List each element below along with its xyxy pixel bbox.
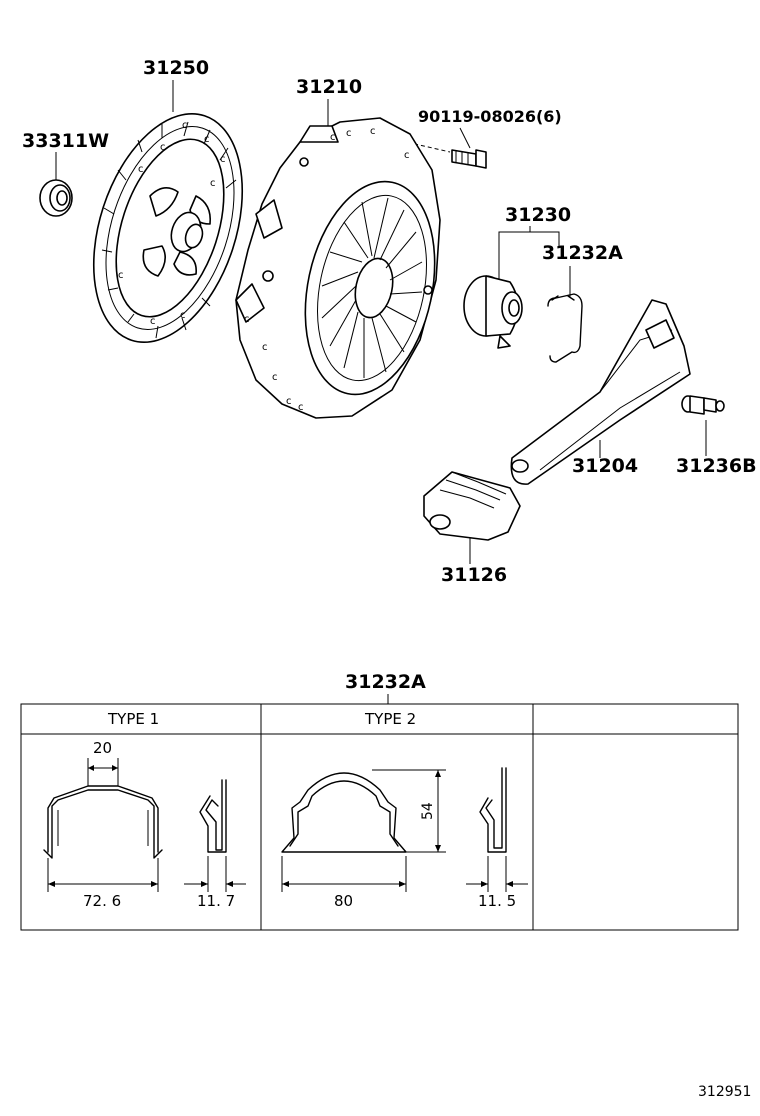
label-31230: 31230 [505, 204, 571, 226]
type-2-side-dim: 11. 5 [478, 892, 516, 910]
type-2-clip-drawing: 80 54 11. 5 [281, 767, 528, 910]
type-1-width-dim: 72. 6 [83, 892, 121, 910]
document-number: 312951 [698, 1084, 751, 1100]
bolt-90119-08026 [451, 149, 487, 169]
svg-text:c: c [220, 154, 226, 165]
label-31126: 31126 [441, 564, 507, 586]
svg-text:c: c [182, 120, 188, 131]
label-31204: 31204 [572, 455, 638, 477]
svg-text:c: c [180, 310, 186, 321]
label-33311W: 33311W [22, 130, 109, 152]
rivet-marks: ccc ccc ccc [118, 120, 226, 327]
svg-text:c: c [370, 126, 376, 137]
clutch-disc-31250: ccc ccc ccc [92, 113, 244, 343]
label-31232A-upper: 31232A [542, 242, 623, 264]
svg-text:c: c [262, 342, 268, 353]
type-1-top-dim: 20 [93, 739, 112, 757]
table-title: 31232A [345, 671, 426, 693]
header-type-2: TYPE 2 [364, 710, 416, 728]
svg-text:c: c [330, 132, 336, 143]
release-fork-31204 [510, 299, 691, 485]
svg-text:c: c [150, 316, 156, 327]
pivot-31236B [681, 395, 725, 415]
svg-text:c: c [244, 314, 250, 325]
type-1-clip-drawing: 20 72. 6 11. 7 [43, 739, 246, 910]
pilot-bearing-33311W [39, 179, 73, 217]
svg-text:c: c [404, 150, 410, 161]
svg-text:c: c [298, 402, 304, 413]
label-31236B: 31236B [676, 455, 757, 477]
svg-text:c: c [272, 372, 278, 383]
svg-text:c: c [118, 270, 124, 281]
svg-text:c: c [286, 396, 292, 407]
svg-text:c: c [210, 178, 216, 189]
type-1-side-dim: 11. 7 [197, 892, 235, 910]
svg-text:c: c [204, 134, 210, 145]
svg-text:c: c [138, 164, 144, 175]
header-type-1: TYPE 1 [107, 710, 159, 728]
svg-text:c: c [346, 128, 352, 139]
type-2-height-dim: 54 [420, 802, 436, 820]
boot-31126 [423, 471, 521, 541]
clip-type-table: 31232A TYPE 1 TYPE 2 [20, 671, 739, 931]
diaphragm-fingers [321, 197, 423, 378]
type-2-width-dim: 80 [334, 892, 353, 910]
label-90119-08026: 90119-08026(6) [418, 107, 562, 126]
svg-text:c: c [160, 142, 166, 153]
hub-clip-31232A [547, 293, 583, 363]
label-31250: 31250 [143, 57, 209, 79]
release-bearing-31230 [463, 275, 523, 349]
label-31210: 31210 [296, 76, 362, 98]
